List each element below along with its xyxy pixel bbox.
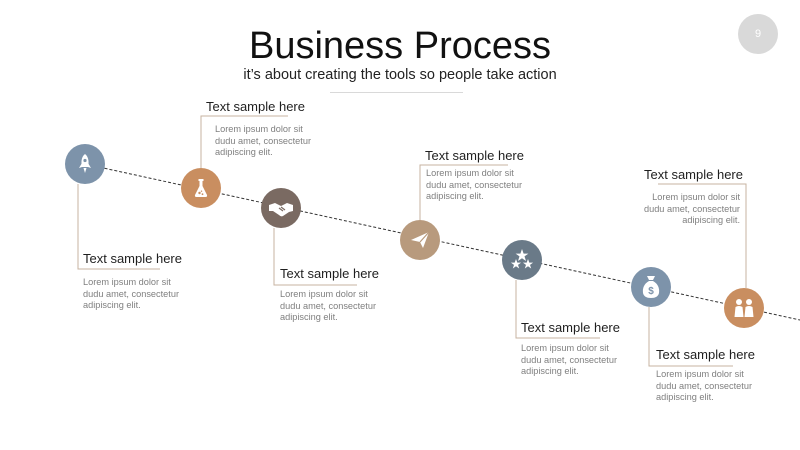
step-6-money-bag-icon: $ [631,267,671,307]
step-4-connector [419,164,508,220]
step-3-body: Lorem ipsum dolor sit dudu amet, consect… [280,289,377,323]
step-5-title: Text sample here [521,320,620,335]
step-5-body: Lorem ipsum dolor sit dudu amet, consect… [521,343,618,377]
title-divider [330,92,463,93]
step-4-title: Text sample here [425,148,524,163]
step-5-stars-icon [502,240,542,280]
step-3-title: Text sample here [280,266,379,281]
step-6-title: Text sample here [656,347,755,362]
page-number-badge: 9 [738,14,778,54]
step-5-connector [515,280,600,339]
step-7-title: Text sample here [644,167,743,182]
step-6-connector [648,307,733,367]
step-7-people-icon [724,288,764,328]
slide-subtitle: it’s about creating the tools so people … [243,67,557,83]
step-4-paper-plane-icon [400,220,440,260]
step-3-handshake-icon [261,188,301,228]
step-2-body: Lorem ipsum dolor sit dudu amet, consect… [215,124,312,158]
step-1-title: Text sample here [83,251,182,266]
step-7-body: Lorem ipsum dolor sit dudu amet, consect… [643,192,740,226]
step-3-connector [273,228,357,286]
step-2-title: Text sample here [206,99,305,114]
step-1-connector [77,184,160,270]
step-6-body: Lorem ipsum dolor sit dudu amet, consect… [656,369,753,403]
svg-text:$: $ [648,286,654,297]
step-2-connector [200,115,288,168]
step-1-rocket-icon [65,144,105,184]
slide-title: Business Process [248,25,551,67]
step-7-connector [658,183,747,288]
step-1-body: Lorem ipsum dolor sit dudu amet, consect… [83,277,180,311]
step-2-flask-icon [181,168,221,208]
step-4-body: Lorem ipsum dolor sit dudu amet, consect… [426,168,523,202]
